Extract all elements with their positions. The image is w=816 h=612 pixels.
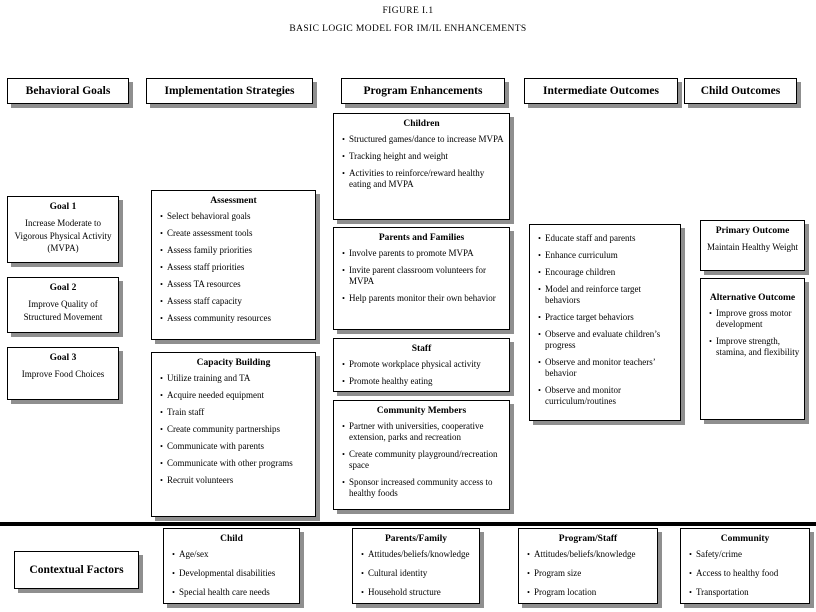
- box-title: Children: [403, 119, 440, 129]
- capacity-building-box: Capacity Building Utilize training and T…: [151, 352, 316, 517]
- bullet-item: Assess family priorities: [160, 245, 312, 256]
- bullet-item: Observe and evaluate children’s progress: [538, 329, 677, 351]
- bullet-item: Assess staff capacity: [160, 296, 312, 307]
- bullet-item: Assess community resources: [160, 313, 312, 324]
- bullet-item: Create community partnerships: [160, 424, 312, 435]
- bullet-item: Educate staff and parents: [538, 233, 677, 244]
- goal-3-box: Goal 3 Improve Food Choices: [7, 347, 119, 400]
- bullet-item: Improve strength, stamina, and flexibili…: [709, 336, 801, 358]
- outcome-text: Maintain Healthy Weight: [706, 242, 799, 253]
- bullet-item: Cultural identity: [361, 568, 476, 579]
- bullet-item: Recruit volunteers: [160, 475, 312, 486]
- box-title: Community: [720, 534, 770, 544]
- bullet-item: Observe and monitor teachers’ behavior: [538, 357, 677, 379]
- bullet-item: Safety/crime: [689, 549, 806, 560]
- goal-text: Improve Quality of Structured Movement: [23, 299, 103, 322]
- children-box: Children Structured games/dance to incre…: [333, 113, 510, 220]
- bullet-item: Attitudes/beliefs/knowledge: [361, 549, 476, 560]
- bullet-item: Utilize training and TA: [160, 373, 312, 384]
- header-label: Intermediate Outcomes: [543, 85, 659, 97]
- header-behavioral-goals: Behavioral Goals: [7, 78, 129, 104]
- figure-label: FIGURE I.1: [382, 6, 434, 16]
- box-title: Staff: [411, 344, 432, 354]
- bullet-item: Activities to reinforce/reward healthy e…: [342, 168, 506, 190]
- bullet-item: Transportation: [689, 587, 806, 598]
- bullet-item: Age/sex: [172, 549, 296, 560]
- bullet-item: Train staff: [160, 407, 312, 418]
- contextual-divider: [0, 522, 816, 526]
- bullet-item: Observe and monitor curriculum/routines: [538, 385, 677, 407]
- bullet-item: Select behavioral goals: [160, 211, 312, 222]
- community-members-box: Community Members Partner with universit…: [333, 400, 510, 510]
- alternative-outcome-box: Alternative Outcome Improve gross motor …: [700, 278, 805, 420]
- contextual-program-staff-box: Program/Staff Attitudes/beliefs/knowledg…: [518, 528, 658, 604]
- assessment-box: Assessment Select behavioral goals Creat…: [151, 190, 316, 340]
- bullet-item: Help parents monitor their own behavior: [342, 293, 506, 304]
- header-child-outcomes: Child Outcomes: [684, 78, 797, 104]
- bullet-item: Household structure: [361, 587, 476, 598]
- bullet-item: Promote healthy eating: [342, 376, 506, 387]
- goal-text: Increase Moderate to Vigorous Physical A…: [14, 218, 112, 253]
- contextual-factors-label: Contextual Factors: [29, 564, 124, 576]
- header-intermediate-outcomes: Intermediate Outcomes: [524, 78, 678, 104]
- header-implementation-strategies: Implementation Strategies: [146, 78, 313, 104]
- bullet-item: Enhance curriculum: [538, 250, 677, 261]
- bullet-item: Program size: [527, 568, 654, 579]
- bullet-item: Promote workplace physical activity: [342, 359, 506, 370]
- bullet-item: Program location: [527, 587, 654, 598]
- contextual-child-box: Child Age/sex Developmental disabilities…: [163, 528, 300, 604]
- bullet-item: Improve gross motor development: [709, 308, 801, 330]
- bullet-item: Assess staff priorities: [160, 262, 312, 273]
- bullet-item: Practice target behaviors: [538, 312, 677, 323]
- bullet-item: Access to healthy food: [689, 568, 806, 579]
- bullet-item: Create community playground/recreation s…: [342, 449, 506, 471]
- bullet-item: Partner with universities, cooperative e…: [342, 421, 506, 443]
- box-title: Community Members: [376, 406, 467, 416]
- bullet-item: Acquire needed equipment: [160, 390, 312, 401]
- contextual-community-box: Community Safety/crime Access to healthy…: [680, 528, 810, 604]
- bullet-item: Attitudes/beliefs/knowledge: [527, 549, 654, 560]
- header-label: Child Outcomes: [700, 85, 781, 97]
- box-title: Parents/Family: [384, 534, 448, 544]
- box-title: Assessment: [210, 196, 257, 206]
- bullet-item: Invite parent classroom volunteers for M…: [342, 265, 506, 287]
- box-title: Capacity Building: [196, 358, 271, 368]
- bullet-item: Communicate with parents: [160, 441, 312, 452]
- bullet-item: Assess TA resources: [160, 279, 312, 290]
- goal-text: Improve Food Choices: [21, 369, 105, 380]
- intermediate-outcomes-box: Educate staff and parents Enhance curric…: [529, 224, 681, 421]
- header-label: Behavioral Goals: [25, 85, 111, 97]
- box-title: Alternative Outcome: [709, 293, 796, 303]
- bullet-item: Developmental disabilities: [172, 568, 296, 579]
- box-title: Goal 3: [49, 353, 77, 363]
- bullet-item: Sponsor increased community access to he…: [342, 477, 506, 499]
- box-title: Goal 2: [49, 283, 77, 293]
- bullet-item: Communicate with other programs: [160, 458, 312, 469]
- goal-2-box: Goal 2 Improve Quality of Structured Mov…: [7, 277, 119, 333]
- goal-1-box: Goal 1 Increase Moderate to Vigorous Phy…: [7, 196, 119, 263]
- bullet-item: Special health care needs: [172, 587, 296, 598]
- header-program-enhancements: Program Enhancements: [341, 78, 505, 104]
- bullet-item: Involve parents to promote MVPA: [342, 248, 506, 259]
- bullet-item: Model and reinforce target behaviors: [538, 284, 677, 306]
- box-title: Parents and Families: [378, 233, 465, 243]
- bullet-item: Create assessment tools: [160, 228, 312, 239]
- header-label: Implementation Strategies: [164, 85, 295, 97]
- box-title: Child: [220, 534, 243, 544]
- contextual-parents-family-box: Parents/Family Attitudes/beliefs/knowled…: [352, 528, 480, 604]
- bullet-item: Structured games/dance to increase MVPA: [342, 134, 506, 145]
- primary-outcome-box: Primary Outcome Maintain Healthy Weight: [700, 220, 805, 271]
- contextual-factors-label-box: Contextual Factors: [14, 551, 139, 589]
- bullet-item: Tracking height and weight: [342, 151, 506, 162]
- staff-box: Staff Promote workplace physical activit…: [333, 338, 510, 392]
- box-title: Program/Staff: [558, 534, 618, 544]
- figure-title: BASIC LOGIC MODEL FOR IM/IL ENHANCEMENTS: [289, 24, 527, 34]
- box-title: Goal 1: [49, 202, 77, 212]
- bullet-item: Encourage children: [538, 267, 677, 278]
- header-label: Program Enhancements: [363, 85, 483, 97]
- box-title: Primary Outcome: [715, 226, 790, 236]
- parents-families-box: Parents and Families Involve parents to …: [333, 227, 510, 330]
